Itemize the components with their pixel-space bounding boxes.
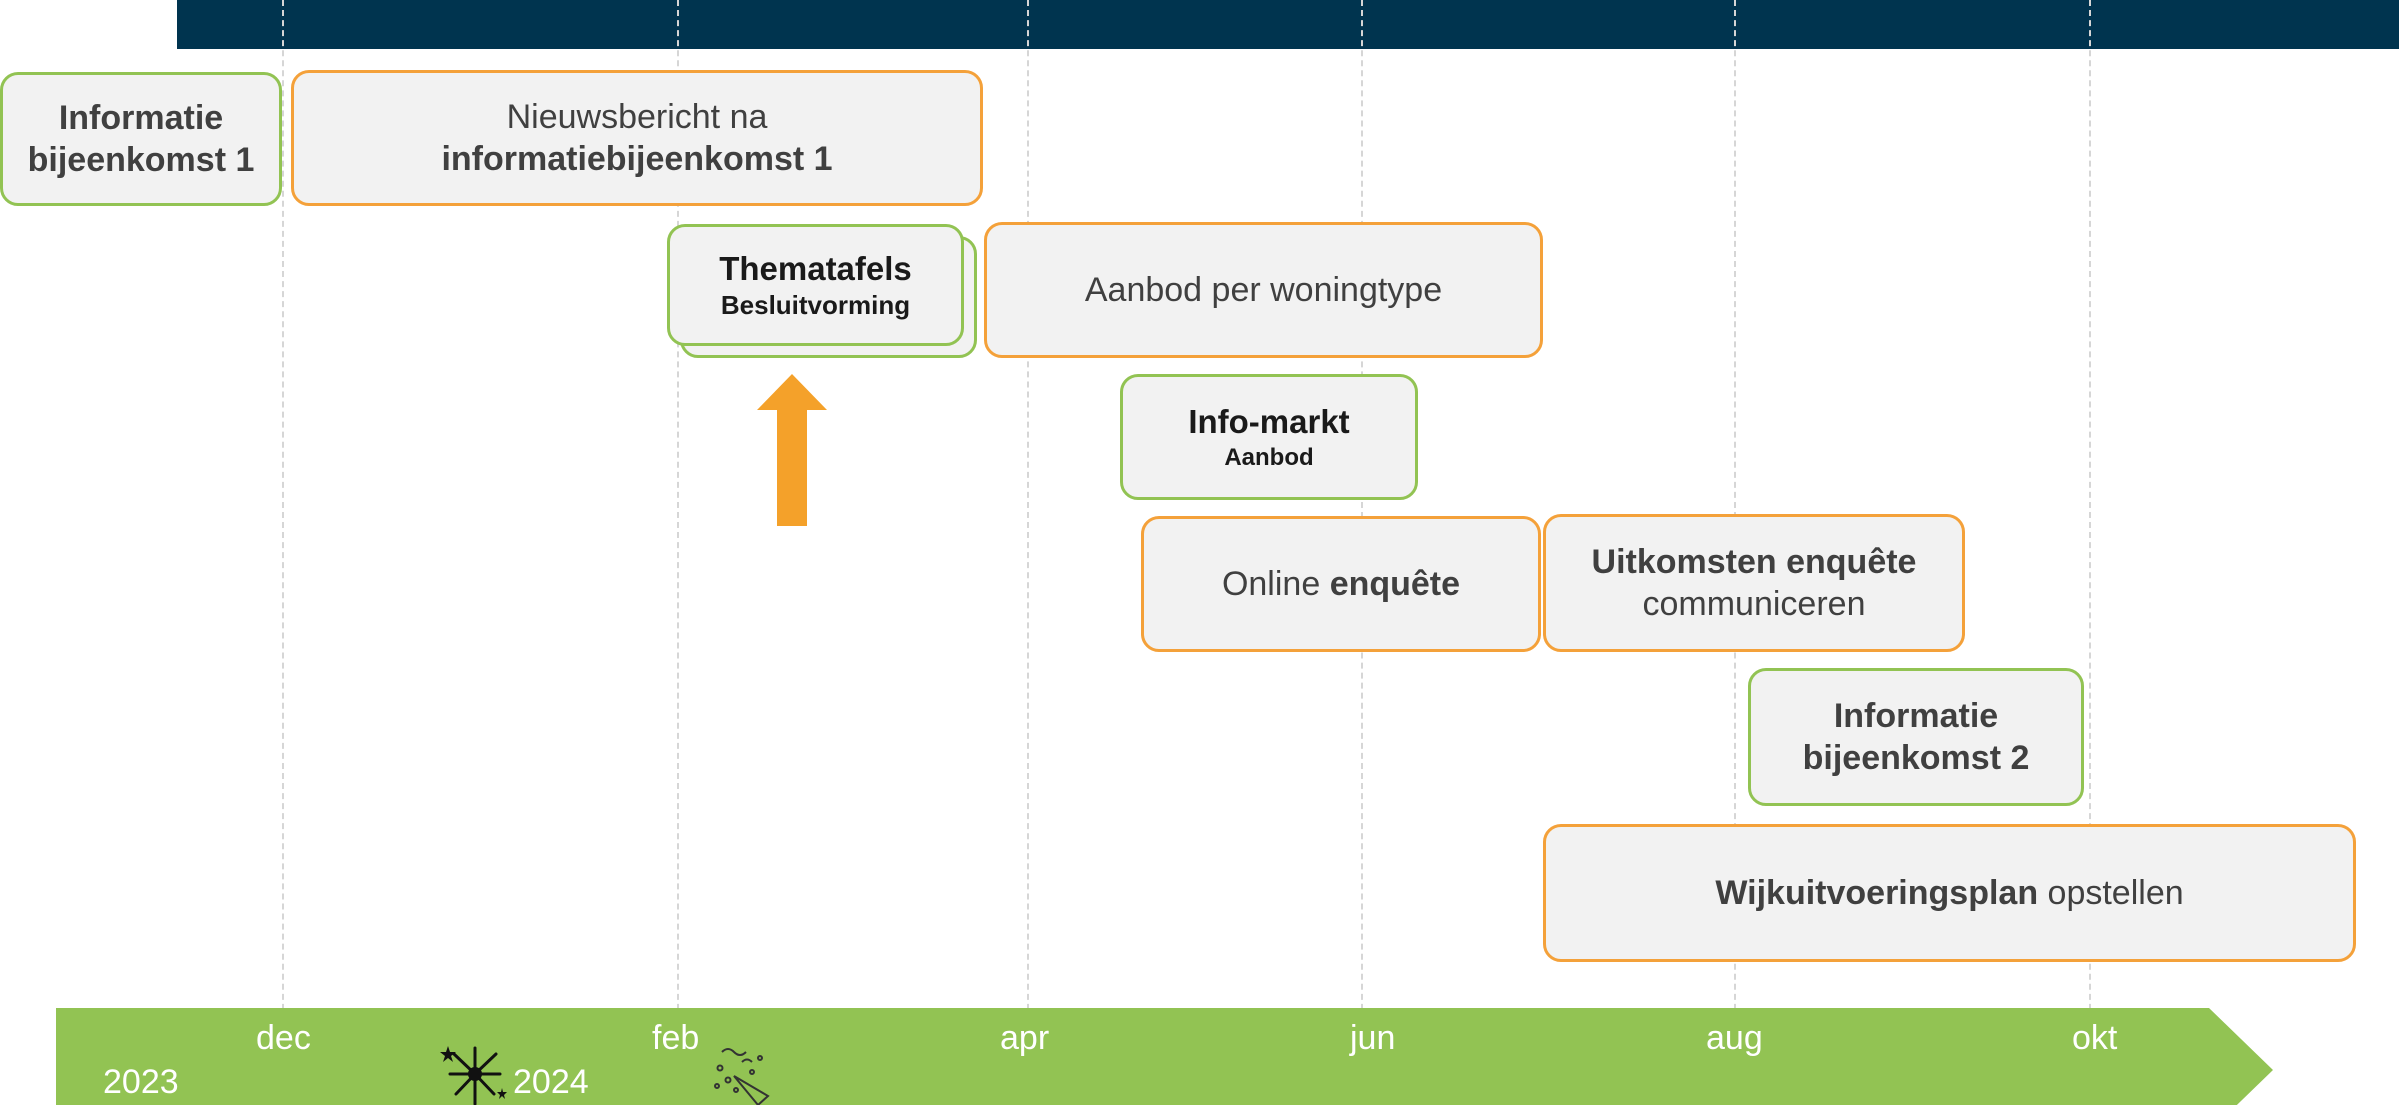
card-online-enquete: Online enquête (1141, 516, 1541, 652)
card-uitkomsten-enquete: Uitkomsten enquête communiceren (1543, 514, 1965, 652)
card-info2-line2: bijeenkomst 2 (1802, 739, 2030, 777)
month-label-dec: dec (256, 1019, 311, 1057)
card-info-markt: Info-markt Aanbod (1120, 374, 1418, 500)
card-nieuwsbericht: Nieuwsbericht na informatiebijeenkomst 1 (291, 70, 983, 206)
gridline-apr (1027, 0, 1029, 1040)
card-aanbod-per-woningtype: Aanbod per woningtype (984, 222, 1543, 358)
gridline-okt (2089, 0, 2091, 1040)
gridline-feb (677, 0, 679, 1040)
arrow-up-icon (757, 374, 827, 526)
card-wijk-bold: Wijkuitvoeringsplan (1715, 873, 2039, 912)
firework-icon (440, 1046, 507, 1105)
card-informatiebijeenkomst-2: Informatie bijeenkomst 2 (1748, 668, 2084, 806)
card-aanbod-text: Aanbod per woningtype (1084, 270, 1443, 309)
card-nieuws-line2: informatiebijeenkomst 1 (441, 140, 833, 178)
card-informatiebijeenkomst-1: Informatie bijeenkomst 1 (0, 72, 282, 206)
card-uitkomsten-line1: Uitkomsten enquête (1591, 542, 1917, 581)
card-info2-line1: Informatie (1833, 696, 1999, 735)
timeline-arrow-shape (56, 1008, 2273, 1105)
card-nieuws-line1: Nieuwsbericht na (506, 97, 768, 136)
card-info1-line2: bijeenkomst 1 (27, 141, 255, 179)
gridline-dec (282, 0, 284, 1040)
party-popper-icon (714, 1048, 770, 1105)
timeline-band: dec feb apr jun aug okt 2023 2024 (0, 1008, 2399, 1105)
month-label-aug: aug (1706, 1019, 1763, 1057)
card-thematafels: Thematafels Besluitvorming (667, 224, 964, 346)
card-thematafels-title: Thematafels (719, 250, 912, 288)
header-bar (177, 0, 2399, 49)
year-label-2023: 2023 (103, 1063, 179, 1101)
card-wijkuitvoeringsplan: Wijkuitvoeringsplan opstellen (1543, 824, 2356, 962)
year-label-2024: 2024 (513, 1063, 589, 1101)
card-infomarkt-subtitle: Aanbod (1224, 443, 1314, 471)
month-label-jun: jun (1350, 1019, 1396, 1057)
card-enquete-bold: enquête (1329, 564, 1461, 603)
card-enquete-normal: Online (1221, 564, 1330, 603)
card-wijk-normal: opstellen (2038, 873, 2184, 912)
card-uitkomsten-line2: communiceren (1642, 585, 1866, 623)
month-label-okt: okt (2072, 1019, 2118, 1057)
card-info1-line1: Informatie (58, 98, 224, 137)
card-infomarkt-title: Info-markt (1188, 403, 1350, 441)
month-label-feb: feb (652, 1019, 700, 1057)
month-label-apr: apr (1000, 1019, 1050, 1057)
card-thematafels-subtitle: Besluitvorming (720, 290, 911, 321)
